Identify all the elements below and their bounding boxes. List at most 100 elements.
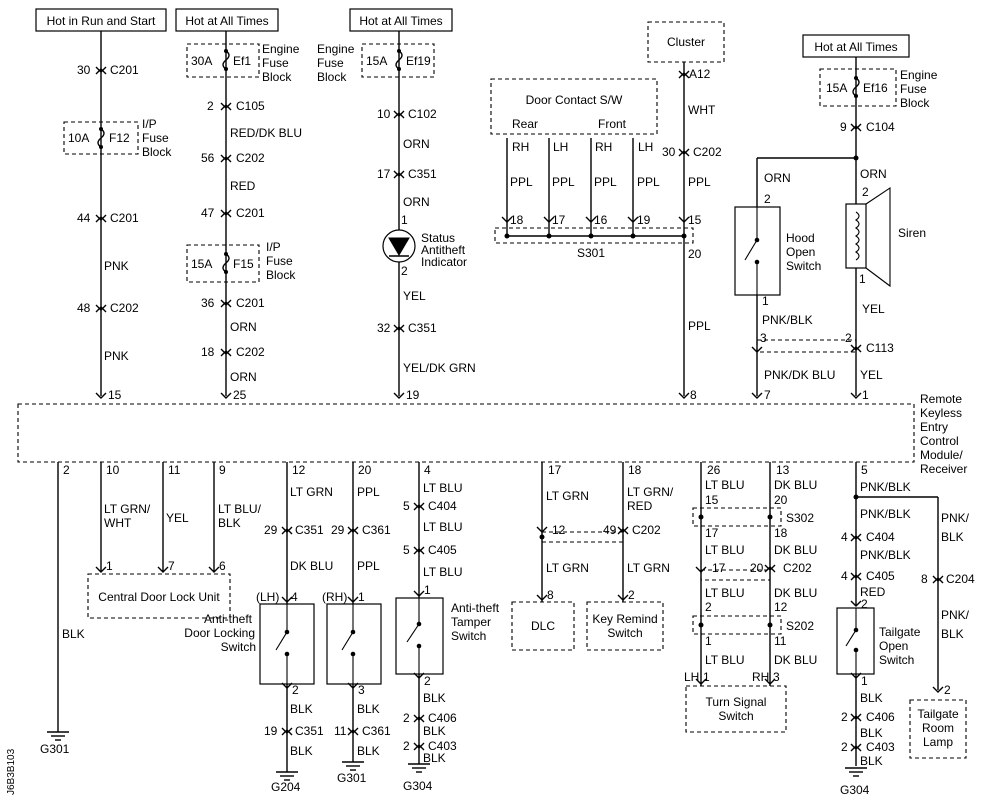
fuse-terminal-dot <box>854 76 858 80</box>
svg-text:8: 8 <box>547 588 554 602</box>
connector-chevron <box>850 574 862 581</box>
svg-text:2: 2 <box>944 683 951 697</box>
key-remind-switch-box[interactable] <box>586 601 664 651</box>
svg-text:G301: G301 <box>337 771 367 785</box>
svg-text:Room: Room <box>922 721 954 735</box>
dlc-box[interactable] <box>511 601 575 651</box>
svg-text:LT BLU: LT BLU <box>705 586 745 600</box>
svg-text:BLK: BLK <box>62 627 85 641</box>
svg-text:1: 1 <box>861 674 868 688</box>
svg-text:PPL: PPL <box>357 485 380 499</box>
svg-text:20: 20 <box>358 463 372 477</box>
svg-text:8: 8 <box>921 572 928 586</box>
turn-signal-switch-box[interactable] <box>685 685 787 733</box>
connector-chevron <box>220 301 232 308</box>
svg-text:C404: C404 <box>866 530 895 544</box>
connector-chevron <box>281 528 293 535</box>
svg-text:C204: C204 <box>946 572 975 586</box>
svg-text:4: 4 <box>424 463 431 477</box>
connector-chevron <box>850 123 862 130</box>
svg-text:PNK/BLK: PNK/BLK <box>860 548 911 562</box>
connector-chevron <box>678 392 690 399</box>
connector-chevron <box>95 306 107 313</box>
svg-text:LT BLU: LT BLU <box>423 565 463 579</box>
connector-chevron <box>393 112 405 119</box>
svg-text:WHT: WHT <box>688 103 716 117</box>
door-locking-switch-rh-icon <box>341 604 356 684</box>
svg-text:C202: C202 <box>110 301 139 315</box>
svg-text:G304: G304 <box>403 779 433 793</box>
connector-chevron <box>95 214 107 221</box>
svg-text:49: 49 <box>603 523 617 537</box>
connector-chevron <box>95 216 107 223</box>
svg-text:Engine: Engine <box>262 42 300 56</box>
svg-text:LH: LH <box>553 140 568 154</box>
svg-text:Tailgate: Tailgate <box>917 707 959 721</box>
svg-text:C105: C105 <box>236 99 265 113</box>
svg-text:8: 8 <box>690 388 697 402</box>
svg-text:LT BLU: LT BLU <box>705 653 745 667</box>
svg-text:15A: 15A <box>826 81 847 95</box>
svg-text:YEL: YEL <box>403 289 426 303</box>
svg-text:Siren: Siren <box>898 226 926 240</box>
svg-text:56: 56 <box>201 151 215 165</box>
connector-chevron <box>220 154 232 161</box>
tailgate-room-lamp-box[interactable] <box>909 699 967 759</box>
connector-chevron <box>850 715 862 722</box>
svg-text:C405: C405 <box>428 543 457 557</box>
svg-text:2: 2 <box>861 597 868 611</box>
svg-text:RED: RED <box>627 499 653 513</box>
svg-text:11: 11 <box>774 634 787 648</box>
svg-text:BLK: BLK <box>290 744 313 758</box>
svg-text:BLK: BLK <box>941 530 964 544</box>
connector-chevron <box>501 216 513 223</box>
connector-chevron <box>850 713 862 720</box>
svg-text:17: 17 <box>548 463 562 477</box>
svg-text:4: 4 <box>291 590 298 604</box>
control-module-box[interactable] <box>17 403 915 463</box>
svg-text:YEL: YEL <box>860 368 883 382</box>
ground-g304a-icon <box>408 763 430 773</box>
label-hot-run-start: Hot in Run and Start <box>47 14 156 28</box>
ground-g204-icon <box>276 771 298 781</box>
connector-chevron <box>281 729 293 736</box>
cluster-box[interactable] <box>647 21 725 63</box>
svg-text:ORN: ORN <box>230 320 257 334</box>
svg-text:BLK: BLK <box>860 691 883 705</box>
svg-text:I/P: I/P <box>142 117 157 131</box>
fuse-icon <box>222 50 230 70</box>
svg-text:RH: RH <box>752 670 769 684</box>
svg-text:2: 2 <box>628 588 635 602</box>
central-door-lock-unit[interactable] <box>87 573 231 619</box>
svg-text:18: 18 <box>774 526 788 540</box>
svg-text:DK BLU: DK BLU <box>290 559 333 573</box>
svg-text:RED: RED <box>860 585 886 599</box>
svg-text:Antitheft: Antitheft <box>421 243 466 257</box>
svg-text:LT BLU/: LT BLU/ <box>218 502 262 516</box>
svg-text:9: 9 <box>840 120 847 134</box>
svg-text:29: 29 <box>331 523 345 537</box>
connector-chevron <box>850 533 862 540</box>
svg-text:1: 1 <box>106 559 113 573</box>
door-locking-switch-rh[interactable] <box>326 603 382 685</box>
svg-text:Block: Block <box>266 268 296 282</box>
svg-text:C201: C201 <box>236 296 265 310</box>
svg-text:1: 1 <box>401 213 408 227</box>
fuse-terminal-dot <box>224 67 228 71</box>
svg-text:ORN: ORN <box>860 167 887 181</box>
svg-text:2: 2 <box>764 192 771 206</box>
svg-text:PNK/: PNK/ <box>941 511 970 525</box>
svg-text:PNK: PNK <box>104 349 129 363</box>
label-box-hot-all-2 <box>349 8 453 32</box>
connector-chevron <box>347 727 359 734</box>
connector-chevron <box>413 502 425 509</box>
connector-chevron <box>764 678 776 685</box>
door-contact-switch-box[interactable] <box>490 78 658 135</box>
svg-text:5: 5 <box>403 543 410 557</box>
svg-text:PPL: PPL <box>552 175 575 189</box>
svg-text:F12: F12 <box>109 131 130 145</box>
svg-text:19: 19 <box>637 213 651 227</box>
connector-chevron <box>393 110 405 117</box>
tamper-switch-icon <box>406 598 422 674</box>
svg-text:Block: Block <box>262 70 292 84</box>
